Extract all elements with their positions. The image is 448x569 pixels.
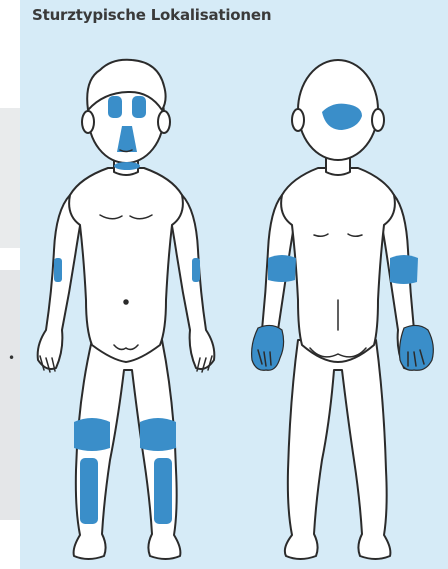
front-torso [69,168,183,362]
back-right-hand-highlight [400,325,434,370]
back-left-elbow-highlight [268,255,296,282]
back-left-hand-highlight [252,325,284,370]
front-chin-highlight [114,162,140,170]
front-left-ear [82,111,94,133]
front-right-shin-highlight [154,458,172,524]
front-right-ear [158,111,170,133]
back-right-ear [372,109,384,131]
front-right-knee-highlight [140,418,176,451]
front-left-upperarm-highlight [54,258,62,282]
front-left-shin-highlight [80,458,98,524]
front-navel [124,300,128,304]
back-legs [285,340,391,559]
back-left-ear [292,109,304,131]
back-torso [281,168,395,362]
front-forehead-highlight-left [108,96,122,118]
front-forehead-highlight-right [132,96,146,118]
front-left-knee-highlight [74,418,110,451]
front-right-upperarm-highlight [192,258,200,282]
back-right-elbow-highlight [390,255,418,284]
